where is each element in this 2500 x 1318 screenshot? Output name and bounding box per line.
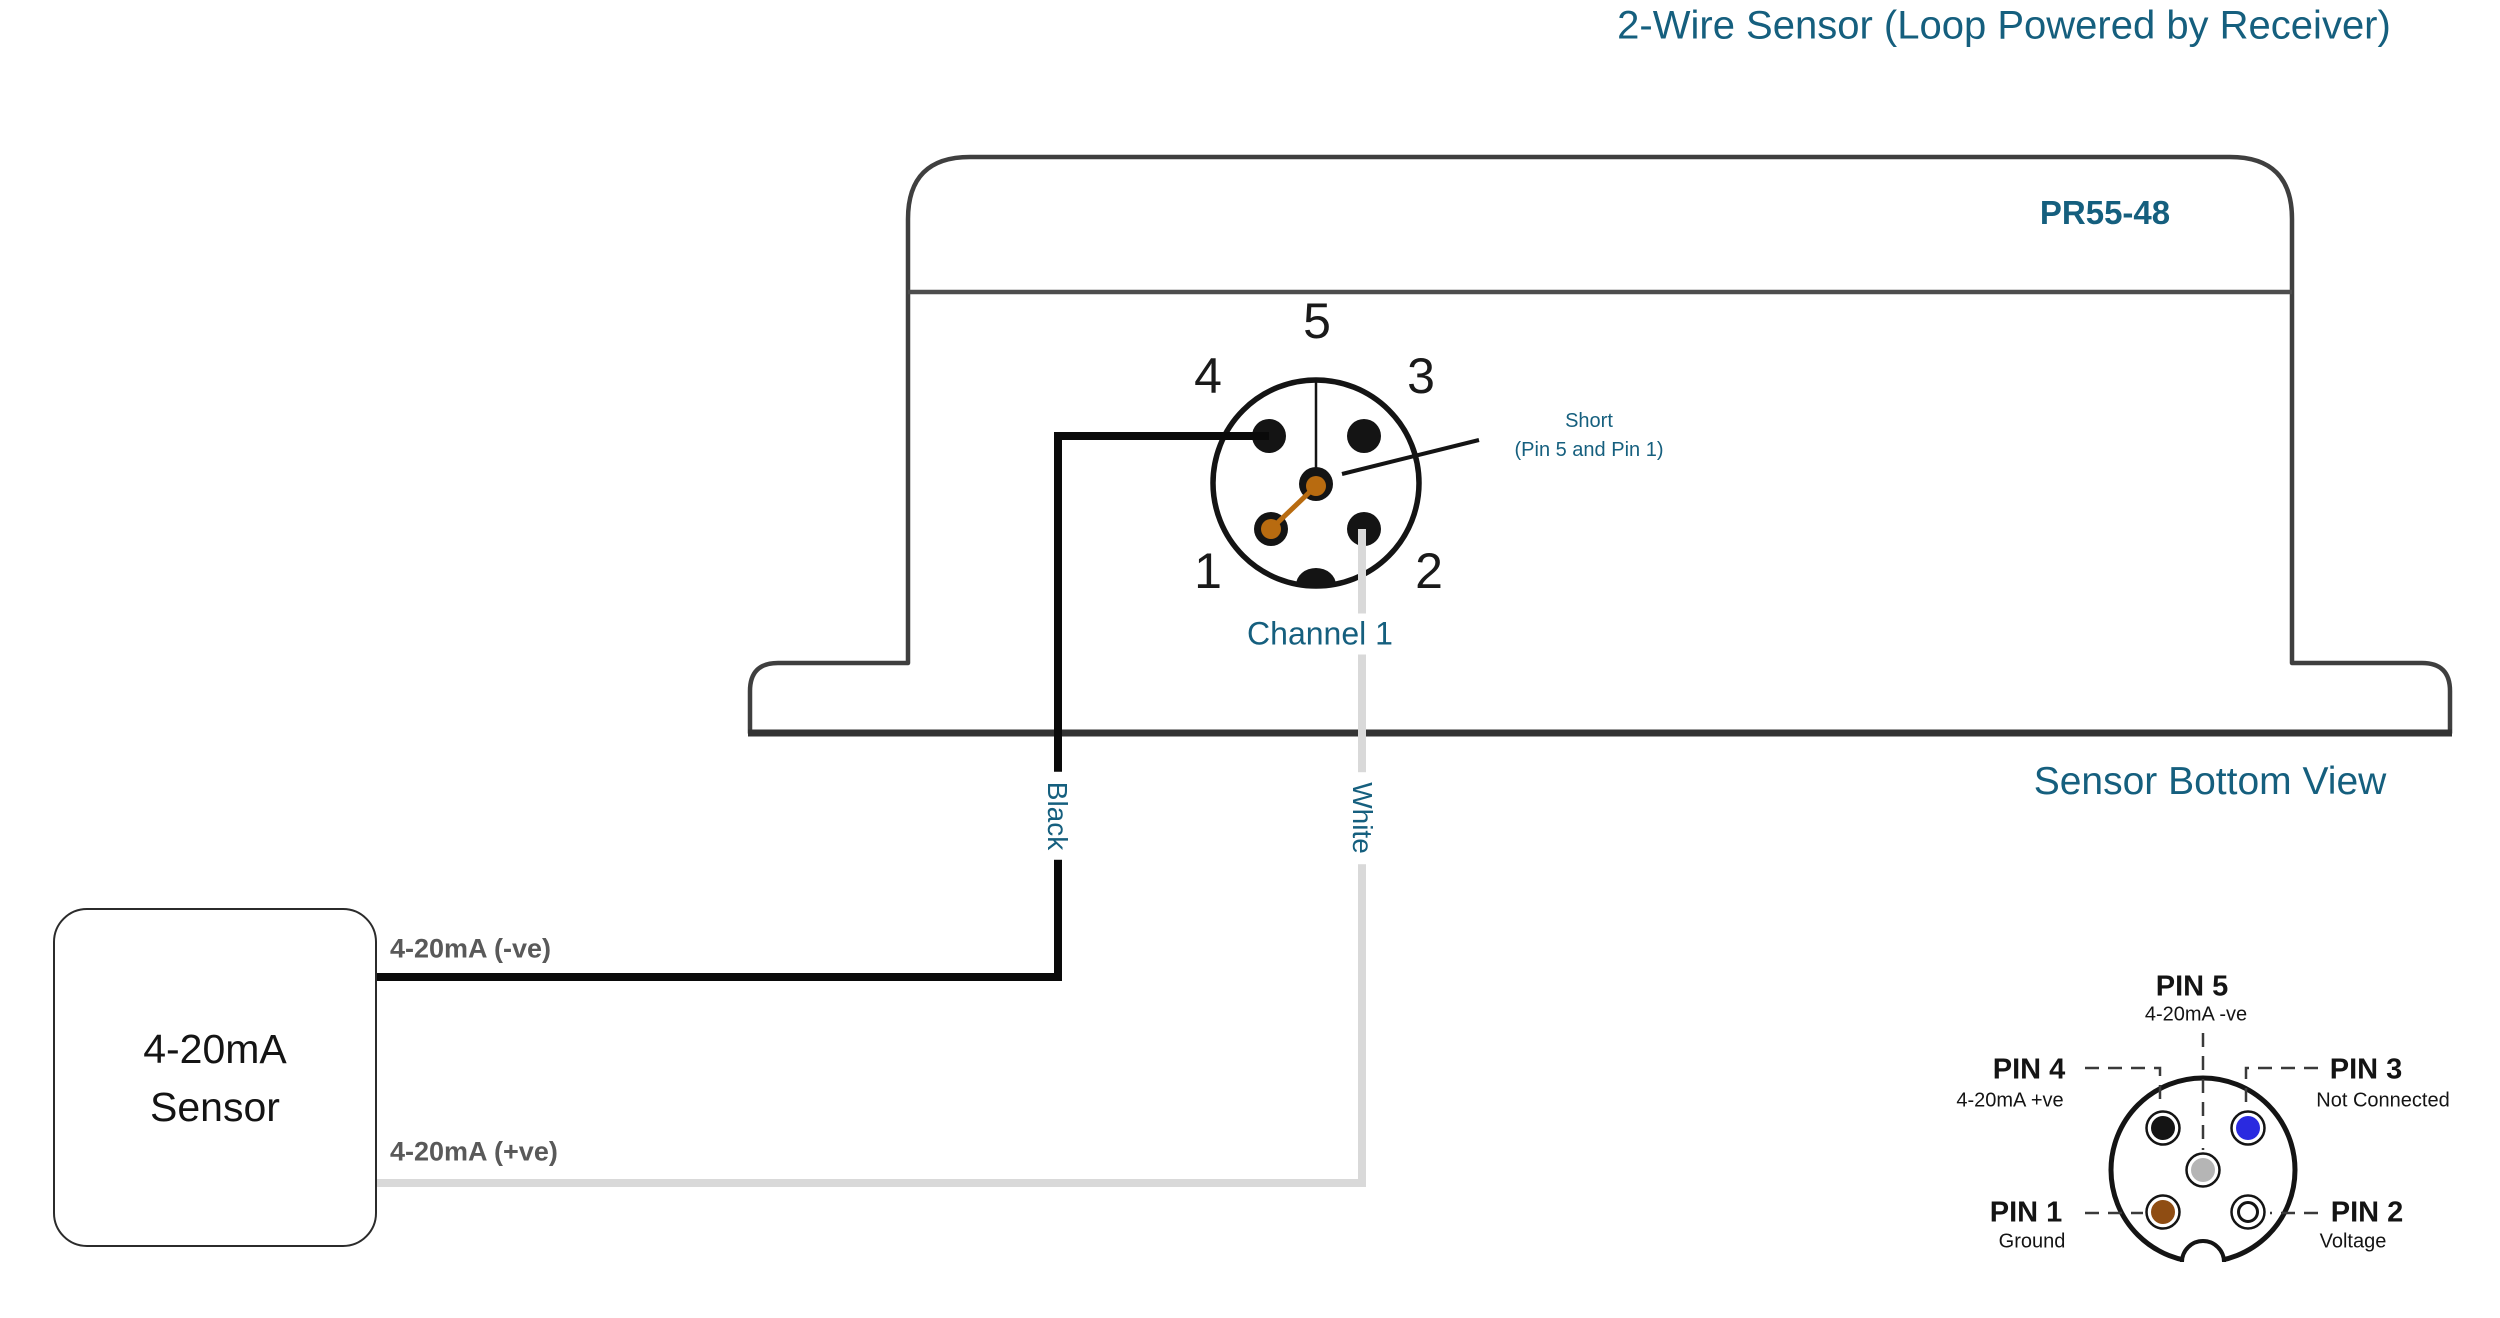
pinout-pin4-name: PIN 4 <box>1992 1053 2066 1086</box>
pinout-pin3-name: PIN 3 <box>2329 1053 2403 1086</box>
connector-pin-number-3: 3 <box>1407 348 1435 404</box>
connector-pin-number-4: 4 <box>1194 348 1222 404</box>
pinout-pin2-inner-ring <box>2237 1201 2259 1223</box>
sensor-bottom-view-label: Sensor Bottom View <box>2033 760 2387 803</box>
channel-1-label: Channel 1 <box>1239 613 1401 655</box>
connector-keying-notch <box>1296 568 1336 585</box>
pinout-pin2-function: Voltage <box>2319 1230 2387 1253</box>
short-jumper-pin1-dot <box>1261 519 1281 539</box>
pinout-pin5-name: PIN 5 <box>2155 970 2229 1003</box>
pinout-pin5-disc <box>2191 1158 2215 1182</box>
page-title: 2-Wire Sensor (Loop Powered by Receiver) <box>1617 3 2391 48</box>
white-wire-label: White <box>1346 772 1378 864</box>
pinout-pin4-disc <box>2151 1116 2175 1140</box>
pinout-pin3-dash <box>2244 1066 2318 1106</box>
white-wire-signal-label: 4-20mA (+ve) <box>390 1136 558 1167</box>
short-jumper-line <box>1269 484 1318 531</box>
pinout-pin4-dash <box>2085 1066 2162 1106</box>
connector-pin-number-5: 5 <box>1303 293 1331 349</box>
short-jumper-pin5-dot <box>1306 476 1326 496</box>
short-note-line2: (Pin 5 and Pin 1) <box>1514 439 1664 461</box>
connector-pin-number-2: 2 <box>1415 543 1443 599</box>
black-wire-signal-label: 4-20mA (-ve) <box>390 933 552 964</box>
sensor-box-label: 4-20mA Sensor <box>143 1020 287 1136</box>
pinout-pin2-name: PIN 2 <box>2330 1196 2404 1229</box>
pinout-keying-notch <box>2180 1239 2226 1263</box>
short-note-line1: Short <box>1565 410 1613 432</box>
black-wire <box>373 432 1269 981</box>
receiver-outline <box>747 154 2453 736</box>
pinout-pin1-name: PIN 1 <box>1989 1196 2063 1229</box>
sensor-box: 4-20mA Sensor <box>53 908 377 1247</box>
device-model-label: PR55-48 <box>2039 194 2171 231</box>
sensor-box-label-line2: Sensor <box>150 1083 280 1130</box>
pinout-pin3-disc <box>2236 1116 2260 1140</box>
black-wire-label: Black <box>1041 771 1073 861</box>
short-leader-line <box>1341 438 1480 476</box>
short-note: Short (Pin 5 and Pin 1) <box>1515 407 1664 465</box>
pinout-pin3-function: Not Connected <box>2316 1089 2450 1112</box>
pinout-pin1-disc <box>2151 1200 2175 1224</box>
pinout-pin1-function: Ground <box>1998 1230 2066 1253</box>
connector-pin-3 <box>1347 419 1381 453</box>
pinout-pin5-function: 4-20mA -ve <box>2144 1003 2248 1026</box>
pinout-pin4-function: 4-20mA +ve <box>1956 1089 2064 1112</box>
connector-pin-number-1: 1 <box>1194 543 1222 599</box>
white-wire <box>373 529 1366 1187</box>
sensor-box-label-line1: 4-20mA <box>143 1025 287 1072</box>
